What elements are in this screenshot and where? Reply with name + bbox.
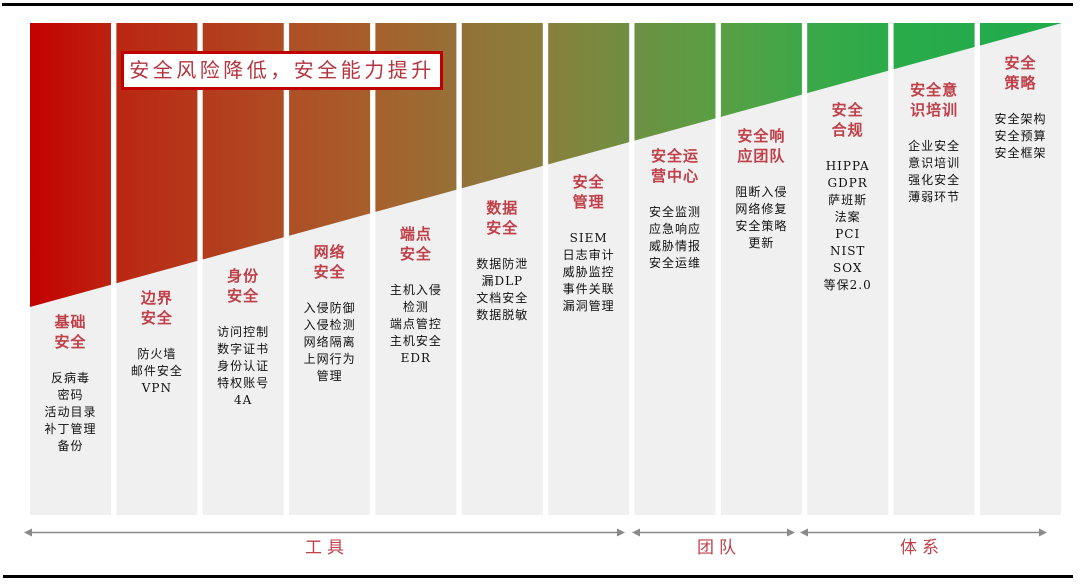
phase-label-team: 团队 (697, 538, 741, 558)
column-security-management: 安全 管理 SIEM 日志审计 威胁监控 事件关联 漏洞管理 (548, 172, 629, 315)
phase-label-tools: 工具 (305, 538, 349, 558)
column-items: SIEM 日志审计 威胁监控 事件关联 漏洞管理 (562, 231, 615, 313)
column-title: 安全响 应团队 (737, 127, 786, 165)
arrow-system (800, 528, 1047, 537)
column-endpoint-security: 端点 安全 主机入侵 检测 端点管控 主机安全 EDR (375, 224, 456, 367)
column-title: 网络 安全 (313, 243, 346, 281)
column-security-strategy: 安全 策略 安全架构 安全预算 安全框架 (980, 53, 1061, 162)
risk-segment (634, 23, 716, 141)
column-title: 数据 安全 (486, 199, 519, 237)
column-title: 边界 安全 (140, 289, 173, 327)
column-bg (980, 23, 1061, 515)
column-awareness-training: 安全意 识培训 企业安全 意识培训 强化安全 薄弱环节 (894, 80, 975, 206)
column-title: 安全 管理 (572, 173, 605, 211)
column-items: 入侵防御 入侵检测 网络隔离 上网行为 管理 (303, 301, 356, 383)
risk-segment (548, 23, 630, 165)
column-bg (807, 23, 889, 515)
column-title: 基础 安全 (54, 313, 87, 351)
column-title: 身份 安全 (227, 267, 260, 305)
banner-risk-down-capability-up: 安全风险降低，安全能力提升 (121, 51, 443, 90)
column-items: 数据防泄 漏DLP 文档安全 数据脱敏 (476, 257, 529, 322)
risk-segment (30, 23, 111, 307)
column-bg (893, 23, 975, 515)
column-title: 安全 策略 (1004, 54, 1037, 92)
arrow-team (632, 528, 795, 537)
column-data-security: 数据 安全 数据防泄 漏DLP 文档安全 数据脱敏 (462, 198, 543, 324)
column-items: HIPPA GDPR 萨班斯 法案 PCI NIST SOX 等保2.0 (823, 159, 872, 292)
column-title: 安全运 营中心 (650, 147, 699, 185)
column-title: 安全 合规 (831, 101, 864, 139)
risk-segment (461, 23, 543, 189)
column-incident-response-team: 安全响 应团队 阻断入侵 网络修复 安全策略 更新 (721, 126, 802, 252)
column-items: 企业安全 意识培训 强化安全 薄弱环节 (908, 139, 961, 204)
column-items: 反病毒 密码 活动目录 补丁管理 备份 (44, 371, 97, 453)
risk-segment (980, 23, 1061, 46)
risk-segment (807, 23, 889, 94)
phase-label-system: 体系 (900, 538, 944, 558)
column-items: 安全监测 应急响应 威胁情报 安全运维 (648, 205, 701, 270)
column-title: 端点 安全 (399, 225, 432, 263)
column-items: 主机入侵 检测 端点管控 主机安全 EDR (389, 283, 442, 365)
column-basic-security: 基础 安全 反病毒 密码 活动目录 补丁管理 备份 (30, 312, 111, 455)
column-network-security: 网络 安全 入侵防御 入侵检测 网络隔离 上网行为 管理 (289, 242, 370, 385)
bottom-rule (3, 575, 1073, 578)
column-items: 安全架构 安全预算 安全框架 (994, 112, 1047, 160)
column-items: 防火墙 邮件安全 VPN (130, 347, 183, 395)
column-security-operations-center: 安全运 营中心 安全监测 应急响应 威胁情报 安全运维 (635, 146, 716, 272)
arrow-tools (24, 528, 625, 537)
risk-segment (893, 23, 975, 70)
column-identity-security: 身份 安全 访问控制 数字证书 身份认证 特权账号 4A (203, 266, 284, 409)
phase-arrows (24, 528, 1047, 537)
risk-segment (720, 23, 802, 117)
column-title: 安全意 识培训 (910, 81, 959, 119)
column-items: 访问控制 数字证书 身份认证 特权账号 4A (217, 325, 270, 407)
top-rule (2, 3, 1073, 6)
column-items: 阻断入侵 网络修复 安全策略 更新 (735, 185, 788, 250)
column-perimeter-security: 边界 安全 防火墙 邮件安全 VPN (116, 288, 197, 397)
column-compliance: 安全 合规 HIPPA GDPR 萨班斯 法案 PCI NIST SOX 等保2… (807, 100, 888, 294)
